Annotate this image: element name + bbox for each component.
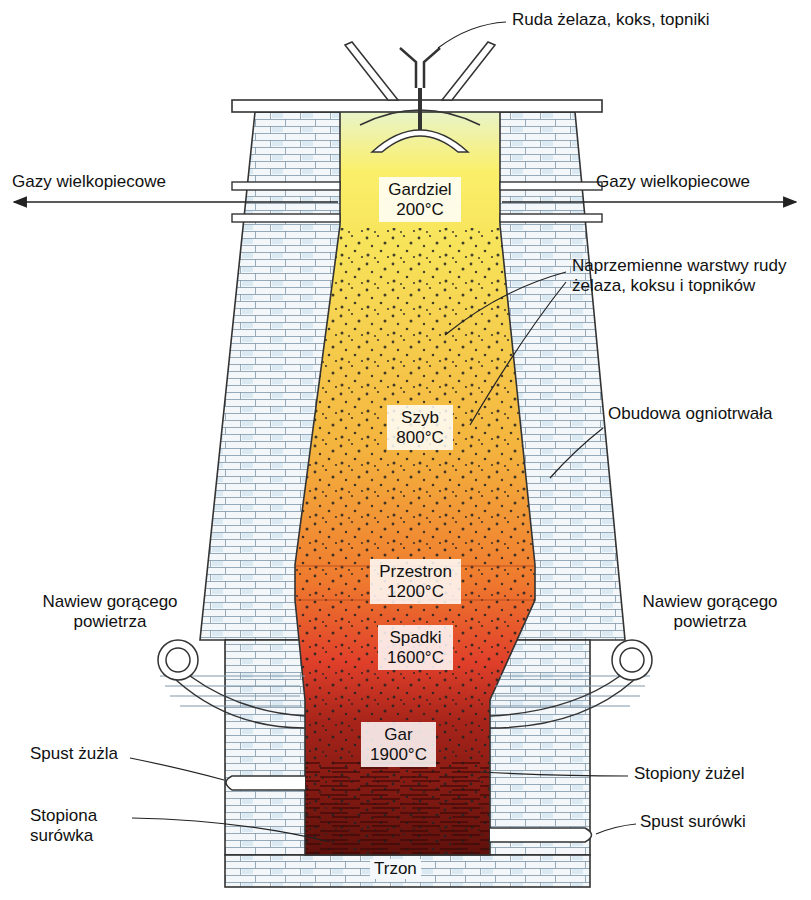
part-label: Ruda żelaza, koks, topniki bbox=[512, 10, 802, 30]
zone-temperature: 1200°C bbox=[378, 582, 453, 602]
zone-temperature: 200°C bbox=[387, 200, 453, 220]
zone-temperature: 800°C bbox=[395, 428, 445, 448]
part-label: Stopiony żużel bbox=[634, 764, 804, 784]
part-label: Naprzemienne warstwy rudy żelaza, koksu … bbox=[572, 256, 797, 297]
zone-box: Szyb800°C bbox=[387, 405, 453, 450]
zone-name: Szyb bbox=[395, 408, 445, 428]
part-label: Nawiew gorącego powietrza bbox=[640, 592, 780, 633]
zone-temperature: 1900°C bbox=[369, 745, 428, 765]
part-label: Obudowa ogniotrwała bbox=[608, 404, 788, 424]
zone-box: Przestron1200°C bbox=[370, 559, 461, 604]
part-label: Nawiew gorącego powietrza bbox=[40, 592, 180, 633]
zone-box: Gar1900°C bbox=[361, 722, 436, 767]
zone-name: Gar bbox=[369, 725, 428, 745]
part-label: Stopiona surówka bbox=[30, 806, 140, 847]
part-label: Spust surówki bbox=[640, 812, 805, 832]
part-label: Gazy wielkopiecowe bbox=[596, 172, 806, 192]
zone-name: Przestron bbox=[378, 562, 453, 582]
part-label: Gazy wielkopiecowe bbox=[12, 172, 212, 192]
zone-name: Spadki bbox=[386, 628, 445, 648]
part-label: Spust żużla bbox=[30, 744, 180, 764]
zone-box: Spadki1600°C bbox=[378, 625, 453, 670]
zone-temperature: 1600°C bbox=[386, 648, 445, 668]
zone-box: Gardziel200°C bbox=[379, 177, 461, 222]
zone-name: Gardziel bbox=[387, 180, 453, 200]
part-label: Trzon bbox=[370, 859, 421, 879]
